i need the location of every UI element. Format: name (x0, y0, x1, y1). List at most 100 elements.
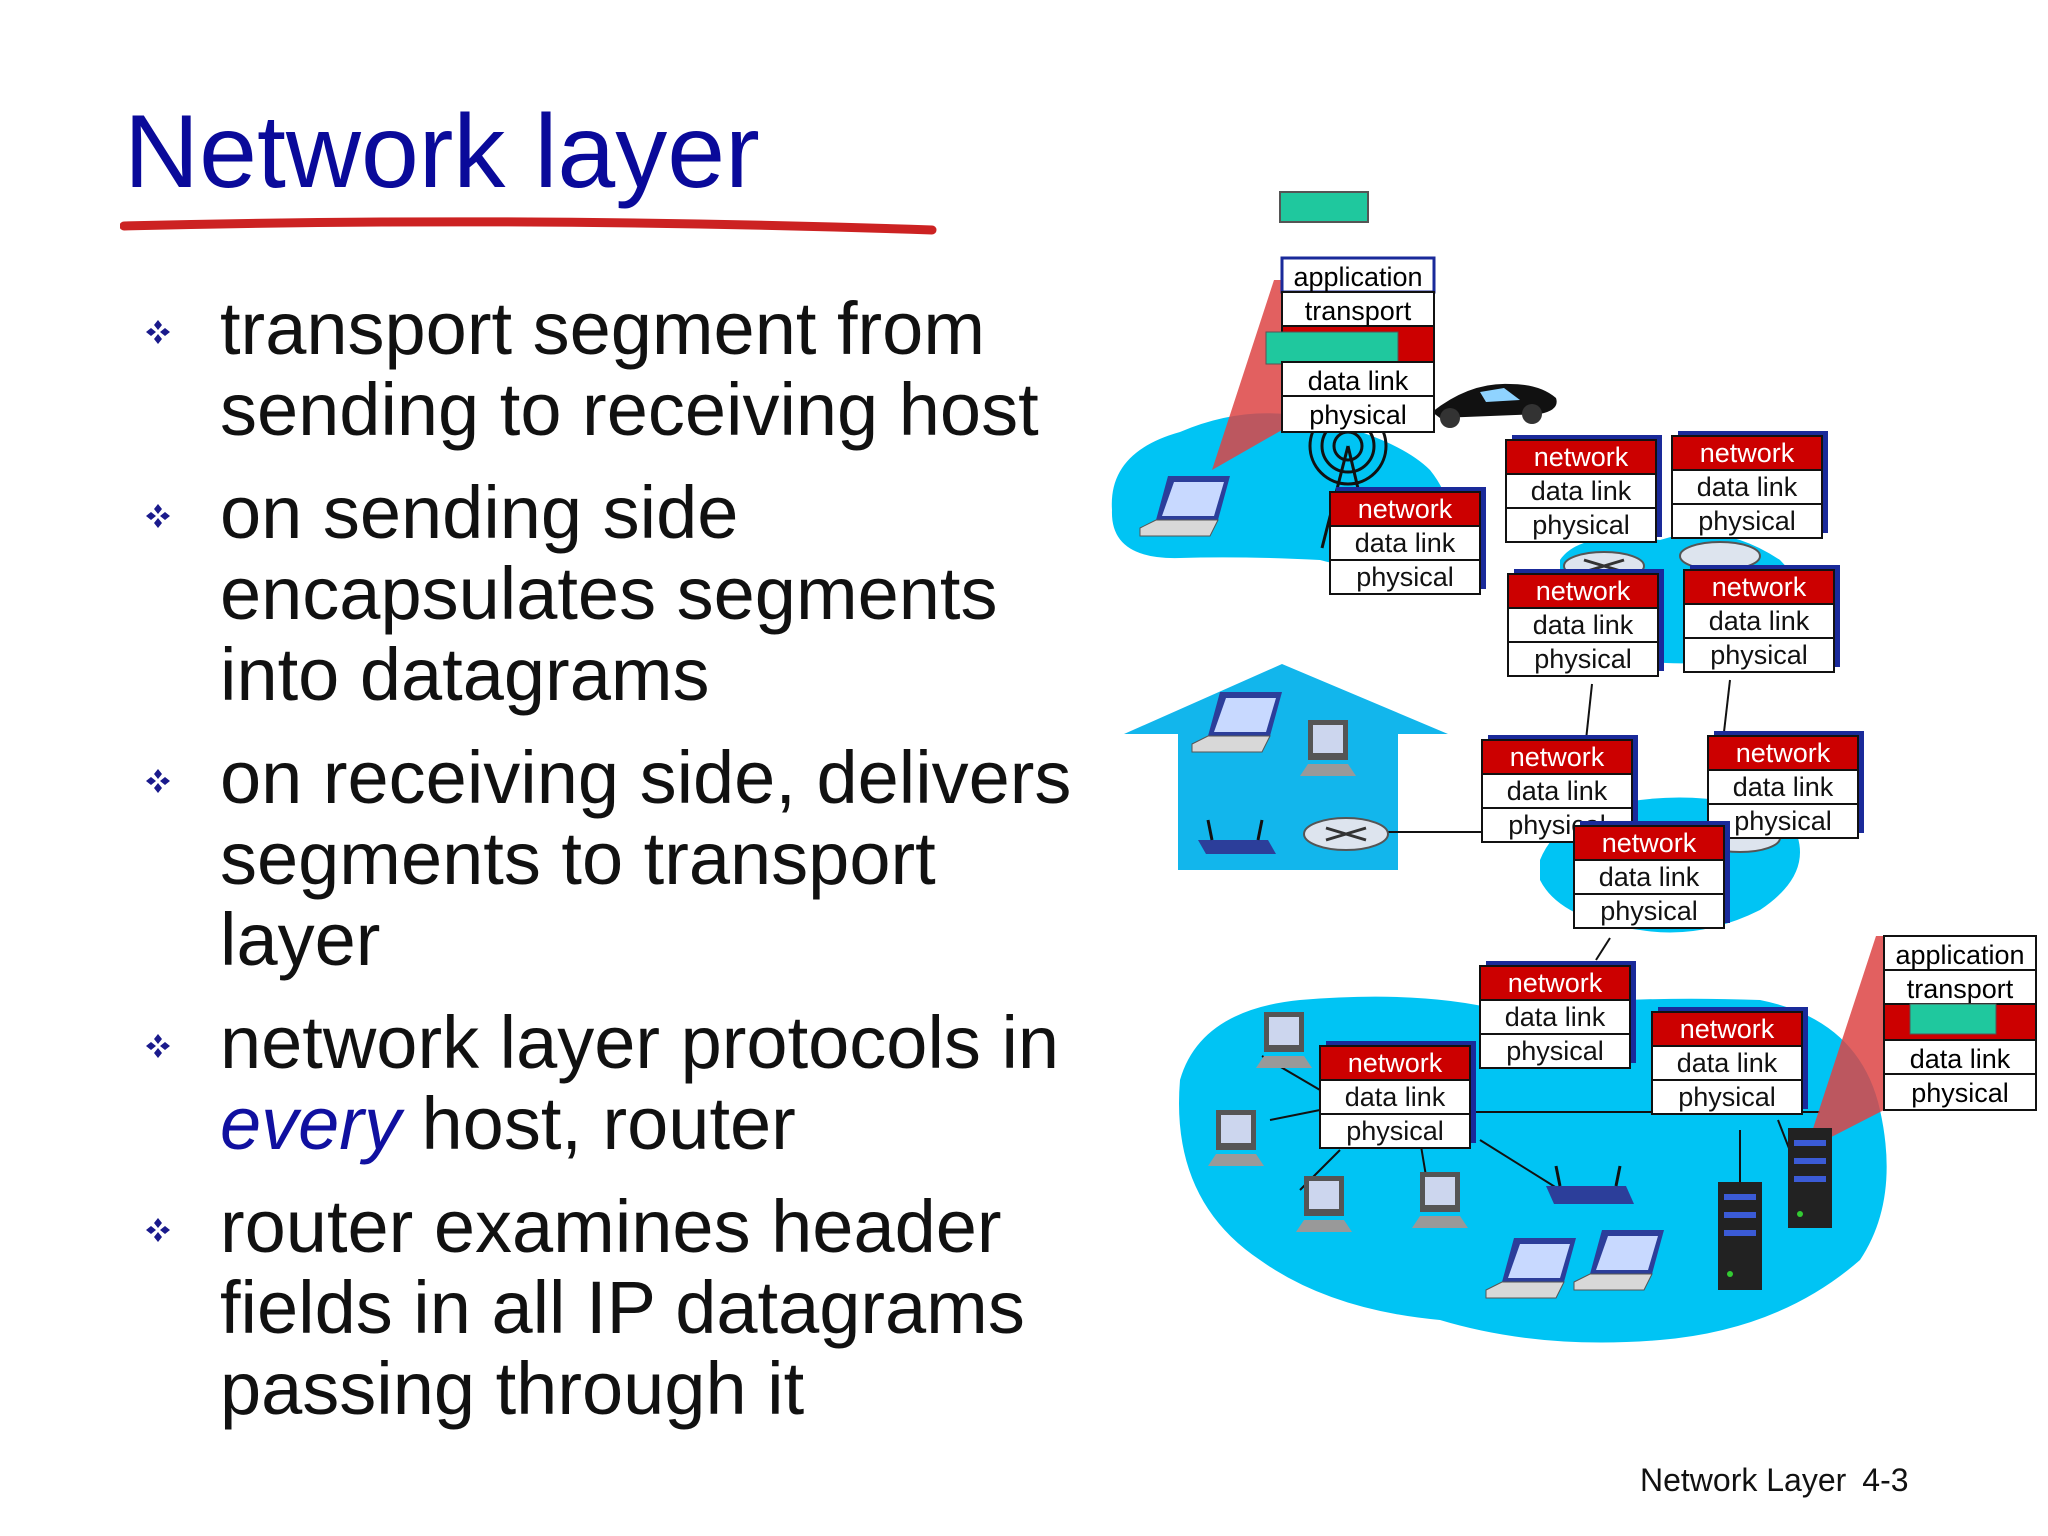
router-layer-box (1481, 773, 1633, 809)
router-layer-box (1671, 469, 1823, 505)
layer-application-label: application (1895, 940, 2024, 970)
laptop-icon (1573, 1230, 1664, 1291)
server-icon (1788, 1128, 1832, 1228)
layer-physical-label: physical (1309, 400, 1407, 430)
layer-datalink-label: data link (1505, 1002, 1606, 1032)
layer-physical-label: physical (1698, 506, 1796, 536)
router-layer-box (1671, 503, 1823, 539)
router-stacks: network data link physical network data link… (1319, 431, 1864, 1149)
wireless-router-icon (1546, 1165, 1634, 1204)
bullet-text: router examines header fields in all IP … (220, 1185, 1025, 1430)
layer-network-label: network (1736, 738, 1831, 768)
home-network-house (1124, 664, 1448, 870)
router-layer-box (1707, 735, 1859, 771)
router-layer-box (1683, 569, 1835, 605)
layer-physical-label: physical (1911, 1078, 2009, 1108)
laptop-icon (1139, 476, 1230, 537)
layer-network-label: network (1602, 828, 1697, 858)
wireless-router-icon (1198, 819, 1276, 854)
router-layer-box (1671, 435, 1823, 471)
server-icon (1718, 1182, 1762, 1290)
source-host-callout (1212, 280, 1282, 470)
bullet-item: on receiving side, delivers segments to … (140, 737, 1100, 980)
router-layer-box (1319, 1045, 1471, 1081)
dest-host-stack: application transport data link physical (1883, 935, 2037, 1111)
layer-datalink-label: data link (1733, 772, 1834, 802)
layer-network-label: network (1534, 442, 1629, 472)
desktop-pc-icon (1256, 1012, 1312, 1068)
laptop-icon (1485, 1238, 1576, 1299)
bullet-diamond-icon (146, 320, 170, 344)
layer-datalink-label: data link (1599, 862, 1700, 892)
router-layer-box (1707, 803, 1859, 839)
layer-transport-label: transport (1305, 296, 1412, 326)
bullet-item: network layer protocols in every host, r… (140, 1002, 1100, 1164)
layer-physical-label: physical (1600, 896, 1698, 926)
footer-label: Network Layer (1640, 1462, 1847, 1498)
router-layer-box (1651, 1079, 1803, 1115)
layer-network-label: network (1536, 576, 1631, 606)
router-layer-box (1329, 559, 1481, 595)
router-layer-box (1505, 507, 1657, 543)
layer-datalink-label: data link (1531, 476, 1632, 506)
layer-physical-label: physical (1534, 644, 1632, 674)
bullet-emphasis: every (220, 1082, 401, 1165)
bullet-text: on sending side encapsulates segments in… (220, 471, 998, 716)
layer-datalink-label: data link (1677, 1048, 1778, 1078)
layer-datalink-label: data link (1308, 366, 1409, 396)
router-layer-box (1505, 439, 1657, 475)
bullet-list: transport segment from sending to receiv… (140, 288, 1100, 1451)
bullet-text: on receiving side, delivers segments to … (220, 736, 1072, 981)
bullet-diamond-icon (146, 1034, 170, 1058)
layer-datalink-label: data link (1355, 528, 1456, 558)
layer-datalink-label: data link (1345, 1082, 1446, 1112)
bullet-text: host, router (400, 1082, 796, 1165)
bullet-text: transport segment from sending to receiv… (220, 287, 1039, 451)
layer-network-label: network (1348, 1048, 1443, 1078)
layer-physical-label: physical (1346, 1116, 1444, 1146)
router-layer-box (1481, 739, 1633, 775)
bullet-diamond-icon (146, 769, 170, 793)
router-layer-box (1507, 641, 1659, 677)
layer-physical-label: physical (1710, 640, 1808, 670)
layer-network-label: network (1358, 494, 1453, 524)
layer-datalink-label: data link (1910, 1044, 2011, 1074)
slide-title: Network layer (124, 94, 760, 210)
router-layer-box (1573, 893, 1725, 929)
layer-application-label: application (1293, 262, 1422, 292)
layer-physical-label: physical (1678, 1082, 1776, 1112)
layer-datalink-label: data link (1697, 472, 1798, 502)
car-icon (1432, 383, 1557, 428)
bullet-text: network layer protocols in (220, 1001, 1060, 1084)
router-layer-box (1479, 965, 1631, 1001)
layer-physical-label: physical (1734, 806, 1832, 836)
bullet-item: transport segment from sending to receiv… (140, 288, 1100, 450)
router-layer-box (1505, 473, 1657, 509)
router-layer-box (1651, 1011, 1803, 1047)
dest-host-callout (1806, 936, 1884, 1150)
layer-network-label: network (1680, 1014, 1775, 1044)
layer-datalink-label: data link (1533, 610, 1634, 640)
layer-datalink-label: data link (1507, 776, 1608, 806)
layer-physical-label: physical (1356, 562, 1454, 592)
transport-segment-icon (1279, 191, 1369, 223)
layer-physical-label: physical (1532, 510, 1630, 540)
desktop-pc-icon (1412, 1172, 1468, 1228)
bullet-item: router examines header fields in all IP … (140, 1186, 1100, 1429)
router-layer-box (1329, 525, 1481, 561)
router-icon (1303, 817, 1389, 851)
layer-transport-label: transport (1907, 974, 2014, 1004)
router-layer-box (1573, 825, 1725, 861)
layer-network-label: network (1700, 438, 1795, 468)
bullet-diamond-icon (146, 504, 170, 528)
layer-datalink-label: data link (1709, 606, 1810, 636)
router-layer-box (1479, 1033, 1631, 1069)
router-layer-box (1479, 999, 1631, 1035)
router-layer-box (1319, 1079, 1471, 1115)
title-underline (120, 217, 937, 235)
layer-network-label: network (1712, 572, 1807, 602)
bullet-diamond-icon (146, 1218, 170, 1242)
layer-physical-label: physical (1506, 1036, 1604, 1066)
